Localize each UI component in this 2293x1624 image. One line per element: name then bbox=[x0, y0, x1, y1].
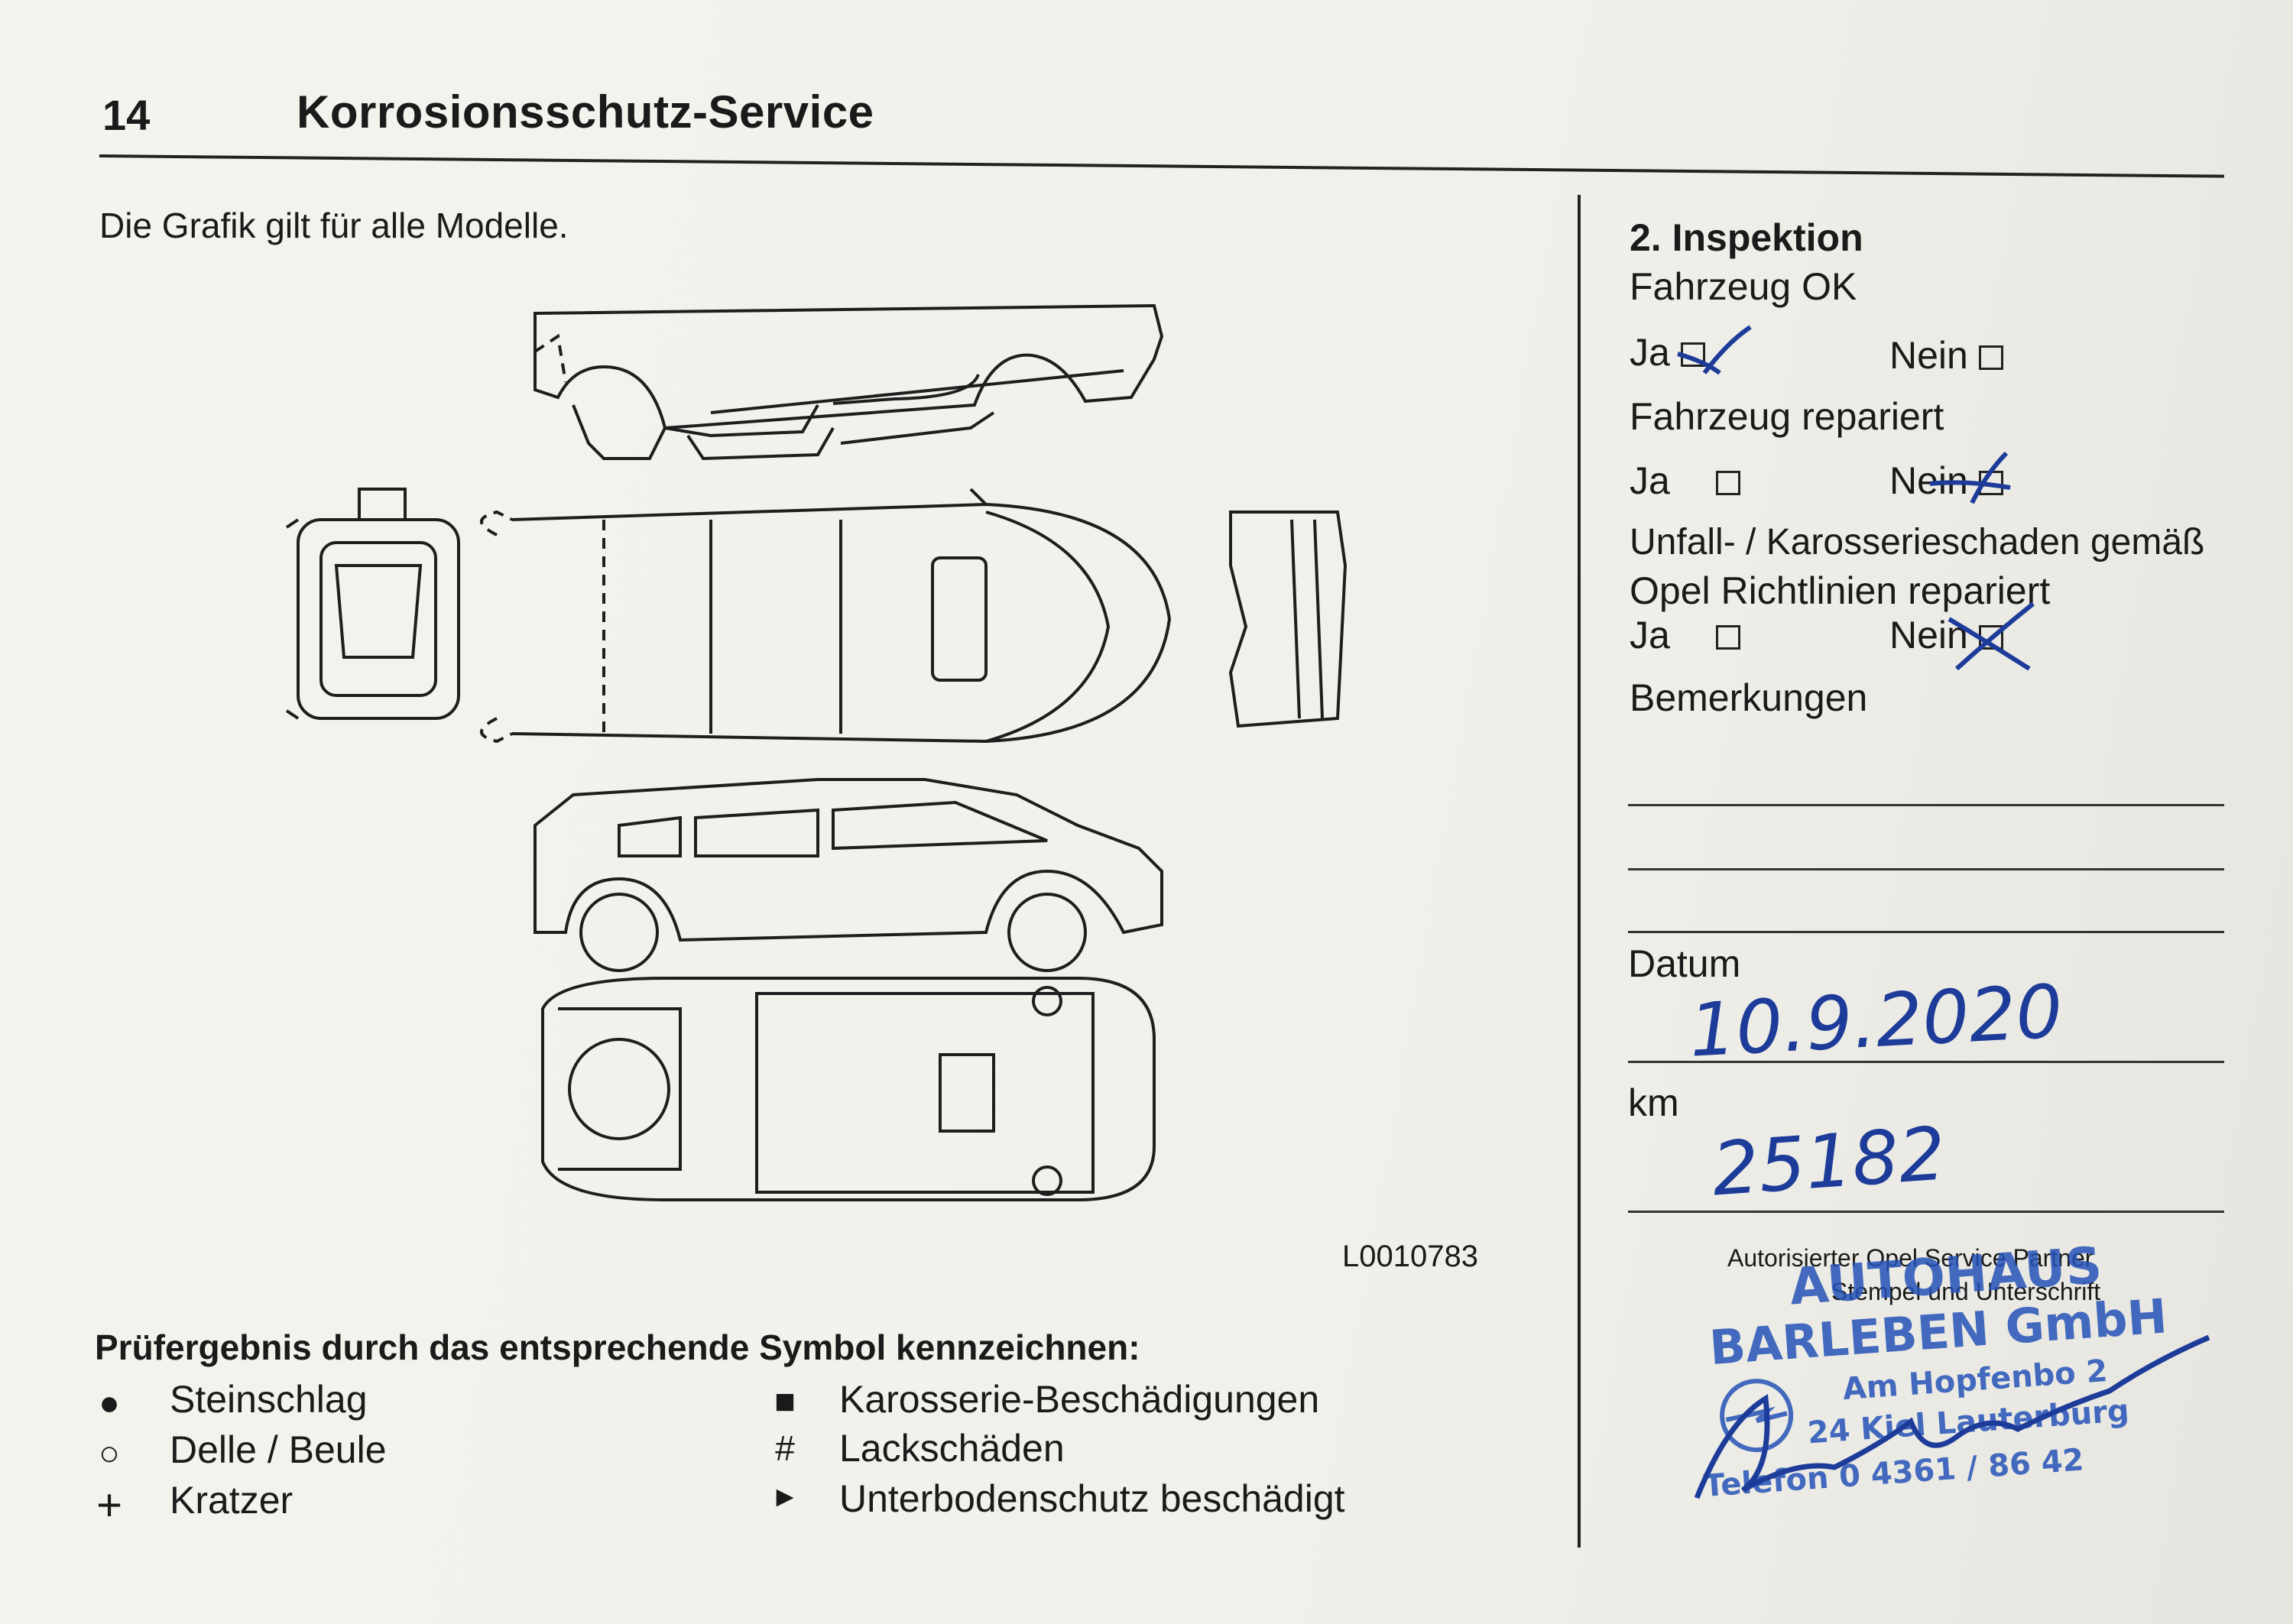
handwritten-check-mark bbox=[1948, 601, 2035, 671]
km-line bbox=[1628, 1211, 2224, 1213]
partner-label-line2: Stempel und Unterschrift bbox=[1831, 1278, 2101, 1305]
handwritten-check-mark bbox=[1929, 451, 2011, 504]
q2-label: Fahrzeug repariert bbox=[1630, 395, 1944, 438]
q1-label: Fahrzeug OK bbox=[1630, 265, 1857, 308]
legend-label: Karosserie-Beschädigungen bbox=[839, 1378, 1320, 1421]
date-line bbox=[1628, 1061, 2224, 1063]
car-diagram bbox=[285, 303, 1348, 1201]
remarks-line bbox=[1628, 868, 2224, 870]
remarks-line bbox=[1628, 804, 2224, 806]
filled-square-icon: ■ bbox=[774, 1381, 796, 1421]
date-value: 10.9.2020 bbox=[1687, 968, 2065, 1074]
intro-text: Die Grafik gilt für alle Modelle. bbox=[99, 206, 569, 245]
handwritten-check-mark bbox=[1677, 325, 1752, 375]
date-label: Datum bbox=[1628, 942, 1741, 985]
hash-icon: # bbox=[775, 1428, 795, 1468]
q3-label-line1: Unfall- / Karosserieschaden gemäß bbox=[1630, 522, 2205, 562]
q2-yes-option[interactable]: Ja bbox=[1630, 459, 1740, 503]
checkbox[interactable] bbox=[1978, 345, 2003, 370]
inspection-title: 2. Inspektion bbox=[1630, 216, 1863, 259]
car-side-view-top bbox=[534, 303, 1164, 461]
remarks-line bbox=[1628, 931, 2224, 933]
legend-title: Prüfergebnis durch das entsprechende Sym… bbox=[95, 1327, 1140, 1367]
q3-yes-option[interactable]: Ja bbox=[1630, 613, 1740, 657]
checkbox[interactable] bbox=[1715, 625, 1740, 650]
page-number: 14 bbox=[102, 91, 151, 139]
car-top-view bbox=[480, 488, 1172, 744]
q1-no-option[interactable]: Nein bbox=[1889, 333, 2003, 378]
q3-label-line2: Opel Richtlinien repariert bbox=[1630, 569, 2051, 612]
option-label: Nein bbox=[1889, 334, 1968, 377]
filled-circle-icon: ● bbox=[99, 1383, 120, 1422]
figure-code: L0010783 bbox=[1342, 1240, 1478, 1273]
option-label: Ja bbox=[1630, 459, 1670, 502]
legend-label: Steinschlag bbox=[170, 1378, 368, 1421]
remarks-label: Bemerkungen bbox=[1630, 676, 1868, 719]
partner-label-line1: Autorisierter Opel Service Partner bbox=[1727, 1244, 2094, 1272]
car-underbody-view bbox=[541, 977, 1156, 1201]
column-divider bbox=[1578, 195, 1581, 1548]
legend-label: Unterbodenschutz beschädigt bbox=[839, 1477, 1345, 1520]
km-label: km bbox=[1628, 1081, 1679, 1124]
option-label: Ja bbox=[1630, 614, 1670, 656]
page-title: Korrosionsschutz-Service bbox=[297, 86, 874, 138]
legend-label: Delle / Beule bbox=[170, 1428, 387, 1471]
km-value: 25182 bbox=[1709, 1110, 1948, 1213]
plus-icon: + bbox=[96, 1480, 122, 1530]
option-label: Ja bbox=[1630, 331, 1670, 374]
handwritten-signature bbox=[1694, 1334, 2210, 1499]
car-front-view bbox=[285, 488, 460, 720]
triangle-right-icon: ► bbox=[770, 1481, 799, 1513]
checkbox[interactable] bbox=[1715, 471, 1740, 495]
legend-label: Lackschäden bbox=[839, 1427, 1065, 1470]
header-rule bbox=[99, 154, 2224, 178]
car-rear-view bbox=[1228, 511, 1348, 728]
open-circle-icon: ○ bbox=[99, 1433, 120, 1473]
legend-label: Kratzer bbox=[170, 1479, 294, 1522]
car-side-view-bottom bbox=[534, 778, 1163, 972]
